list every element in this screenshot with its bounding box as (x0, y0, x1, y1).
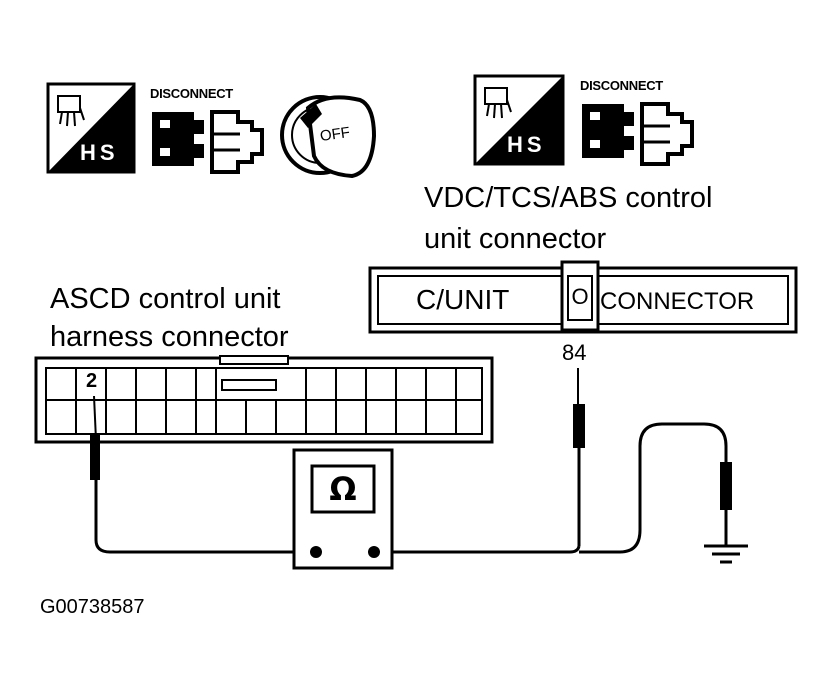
disconnect-label-left: DISCONNECT (150, 86, 233, 101)
ground-symbol (704, 544, 748, 564)
ignition-off-icon (280, 95, 377, 179)
ohmmeter (292, 448, 394, 570)
vdc-connector-terminal-symbol: O (571, 284, 589, 309)
vdc-connector-title-line1: VDC/TCS/ABS control (424, 182, 713, 214)
vdc-connector-body (368, 260, 798, 334)
vdc-pin-84-label: 84 (562, 340, 587, 365)
hs-label-right: HS (507, 132, 546, 157)
probe-pin-2 (90, 395, 316, 554)
ascd-connector-title-line1: ASCD control unit (50, 283, 281, 315)
ascd-connector-body (34, 355, 494, 444)
hs-label-left: HS (80, 140, 119, 165)
ground-wire (374, 422, 732, 554)
ohm-symbol: Ω (329, 470, 357, 508)
ascd-pin-2-label: 2 (86, 370, 98, 392)
probe-pin-84 (573, 368, 585, 546)
vdc-connector-right-text: CONNECTOR (600, 288, 755, 315)
hs-icon-left (46, 82, 136, 174)
figure-id: G00738587 (40, 596, 145, 618)
disconnect-icon-right (582, 102, 694, 166)
vdc-connector-left-text: C/UNIT (416, 284, 510, 315)
ascd-connector-title-line2: harness connector (50, 321, 289, 353)
disconnect-label-right: DISCONNECT (580, 78, 663, 93)
disconnect-icon-left (152, 110, 264, 174)
vdc-connector-title-line2: unit connector (424, 223, 607, 255)
hs-icon-right (473, 74, 565, 166)
